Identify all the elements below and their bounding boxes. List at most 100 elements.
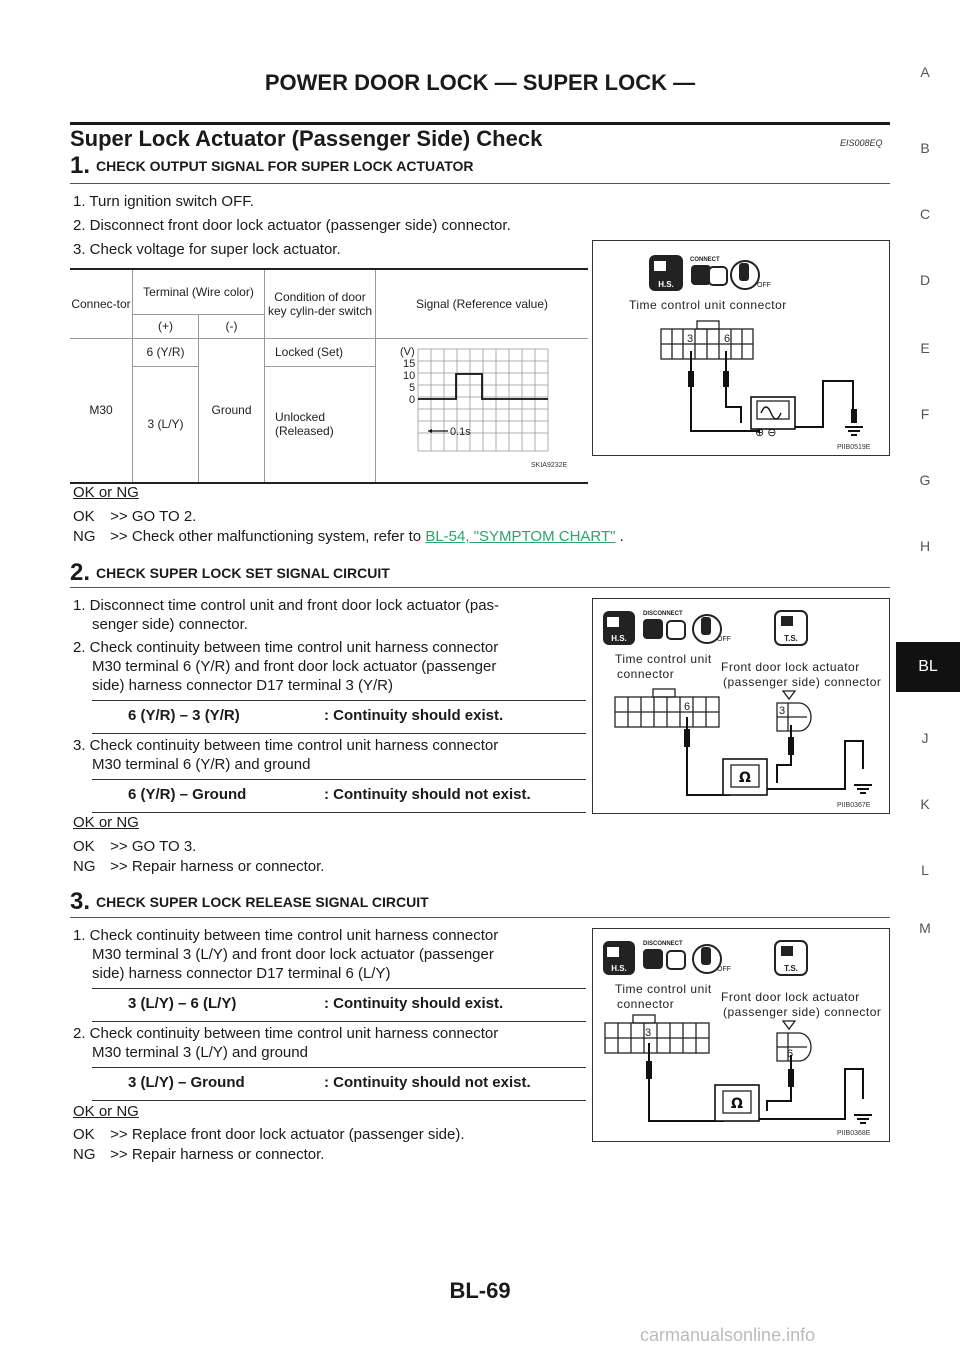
- symptom-chart-link[interactable]: BL-54, "SYMPTOM CHART": [425, 528, 616, 545]
- waveform-ytick-10: 10: [403, 370, 415, 382]
- hs-badge-icon: H.S.: [603, 941, 635, 975]
- figure-1-caption: Time control unit connector: [629, 298, 787, 312]
- step-1-ok-or-ng: OK or NG: [73, 484, 139, 501]
- ground-icon: [854, 1114, 872, 1124]
- ohmmeter-icon: Ω: [714, 1084, 760, 1122]
- step-3-spec-1: 3 (L/Y) – 6 (L/Y) : Continuity should ex…: [92, 988, 586, 1022]
- step-3-spec-1-expected: : Continuity should exist.: [324, 995, 504, 1012]
- step-1-ok-result: OK >> GO TO 2.: [73, 508, 196, 525]
- step-3-ok-text: >> Replace front door lock actuator (pas…: [110, 1126, 465, 1143]
- step-2-spec-1-expected: : Continuity should exist.: [324, 707, 504, 724]
- side-tab-m[interactable]: M: [919, 920, 931, 936]
- voltage-table: Connec-tor Terminal (Wire color) Conditi…: [70, 268, 588, 484]
- cell-waveform: (V) 15 10 5 0 0.1s SKIA9232E: [375, 338, 588, 482]
- side-tab-l[interactable]: L: [921, 862, 929, 878]
- step-3-rule: [70, 917, 890, 918]
- figure-3-right-label-1: Front door lock actuator: [721, 990, 860, 1004]
- ignition-off-icon: OFF: [692, 944, 731, 974]
- step-3-spec-2-terminals: 3 (L/Y) – Ground: [128, 1074, 245, 1091]
- figure-1-pin-6: 6: [724, 333, 730, 345]
- figure-1: H.S. CONNECT OFF Time control unit conne…: [592, 240, 890, 456]
- side-tab-bl-active[interactable]: BL: [896, 642, 960, 692]
- figure-3-diagram: H.S. DISCONNECT OFF T.S. Time control un…: [603, 940, 881, 1137]
- ng-label: NG: [73, 858, 96, 875]
- side-tab-h[interactable]: H: [919, 538, 931, 554]
- step-2-spec-2-expected: : Continuity should not exist.: [324, 786, 531, 803]
- figure-2-badge-off: OFF: [717, 636, 731, 643]
- step-3-ng-result: NG >> Repair harness or connector.: [73, 1146, 324, 1163]
- ok-label: OK: [73, 838, 95, 855]
- figure-3-right-label-2: (passenger side) connector: [723, 1005, 881, 1019]
- waveform-unit: (V): [400, 346, 415, 358]
- side-tab-g[interactable]: G: [919, 472, 931, 488]
- connector-icon: [604, 1014, 710, 1054]
- ohmmeter-icon: Ω: [722, 758, 768, 796]
- watermark: carmanualsonline.info: [640, 1325, 816, 1345]
- figure-3-meter-symbol: Ω: [731, 1096, 743, 1112]
- figure-2-badge-disconnect: DISCONNECT: [643, 611, 683, 617]
- side-tab-b[interactable]: B: [920, 140, 930, 156]
- figure-3-left-label-2: connector: [617, 997, 674, 1011]
- step-2-item-2-line-3: side) harness connector D17 terminal 3 (…: [92, 677, 393, 694]
- figure-1-badge-connect: CONNECT: [690, 257, 720, 263]
- figure-2-badge-ts: T.S.: [784, 634, 798, 643]
- cell-condition-1: Locked (Set): [264, 338, 376, 367]
- step-1-title: CHECK OUTPUT SIGNAL FOR SUPER LOCK ACTUA…: [96, 158, 474, 174]
- waveform-ytick-0: 0: [409, 394, 415, 406]
- cell-plus-2: 3 (L/Y): [132, 366, 199, 482]
- side-tab-c[interactable]: C: [919, 206, 931, 222]
- step-1-ng-suffix: .: [619, 528, 624, 545]
- figure-3-badge-hs: H.S.: [611, 964, 627, 973]
- figure-1-pin-3: 3: [687, 333, 693, 345]
- side-tab-f[interactable]: F: [920, 406, 930, 422]
- ground-icon: [845, 426, 863, 436]
- cell-ground: Ground: [198, 338, 265, 482]
- step-2-title: CHECK SUPER LOCK SET SIGNAL CIRCUIT: [96, 565, 390, 581]
- ng-label: NG: [73, 1146, 96, 1163]
- oscilloscope-icon: ⊕ ⊖: [750, 396, 796, 439]
- step-2-spec-2-terminals: 6 (Y/R) – Ground: [128, 786, 247, 803]
- figure-2-code: PIIB0367E: [837, 802, 871, 809]
- figure-1-badge-off: OFF: [757, 282, 771, 289]
- side-tab-d[interactable]: D: [919, 272, 931, 288]
- step-1-item-2: 2. Disconnect front door lock actuator (…: [73, 217, 511, 234]
- figure-3-pin-right: 6: [787, 1048, 793, 1060]
- step-2-spec-1: 6 (Y/R) – 3 (Y/R) : Continuity should ex…: [92, 700, 586, 734]
- figure-3-pin-left: 3: [645, 1027, 651, 1039]
- side-tab-k[interactable]: K: [920, 796, 930, 812]
- figure-1-code: PIIB0519E: [837, 444, 871, 451]
- ts-badge-icon: T.S.: [774, 610, 808, 646]
- probe-icon: [788, 737, 794, 755]
- page-number: BL-69: [449, 1278, 511, 1303]
- th-signal: Signal (Reference value): [375, 270, 588, 339]
- probe-icon: [723, 371, 729, 387]
- step-2-ok-or-ng: OK or NG: [73, 814, 139, 831]
- figure-2-pin-left: 6: [684, 701, 690, 713]
- step-2-ng-text: >> Repair harness or connector.: [110, 858, 325, 875]
- figure-3-left-label-1: Time control unit: [615, 982, 712, 996]
- waveform-ytick-15: 15: [403, 358, 415, 370]
- section-code: EIS008EQ: [840, 138, 883, 148]
- figure-3-badge-off: OFF: [717, 966, 731, 973]
- probe-icon: [684, 729, 690, 747]
- actuator-connector-icon: [776, 690, 812, 732]
- disconnect-icon: DISCONNECT: [643, 941, 686, 970]
- step-3-item-2-line-1: 2. Check continuity between time control…: [73, 1025, 499, 1042]
- side-tab-a[interactable]: A: [920, 64, 930, 80]
- cell-condition-2: Unlocked (Released): [264, 366, 376, 482]
- ok-label: OK: [73, 1126, 95, 1143]
- step-1-ng-result: NG >> Check other malfunctioning system,…: [73, 528, 624, 545]
- figure-3: H.S. DISCONNECT OFF T.S. Time control un…: [592, 928, 890, 1142]
- step-1-item-3: 3. Check voltage for super lock actuator…: [73, 241, 341, 258]
- figure-2-meter-symbol: Ω: [739, 770, 751, 786]
- step-3-spec-2-expected: : Continuity should not exist.: [324, 1074, 531, 1091]
- side-tab-e[interactable]: E: [920, 340, 930, 356]
- ts-badge-icon: T.S.: [774, 940, 808, 976]
- hs-badge-icon: H.S.: [649, 255, 683, 291]
- step-2-spec-1-terminals: 6 (Y/R) – 3 (Y/R): [128, 707, 240, 724]
- side-tab-j[interactable]: J: [921, 730, 929, 746]
- step-3-number: 3.: [70, 888, 91, 915]
- step-3-spec-1-terminals: 3 (L/Y) – 6 (L/Y): [128, 995, 237, 1012]
- step-3-item-1-line-3: side) harness connector D17 terminal 6 (…: [92, 965, 391, 982]
- step-2-ok-text: >> GO TO 3.: [110, 838, 197, 855]
